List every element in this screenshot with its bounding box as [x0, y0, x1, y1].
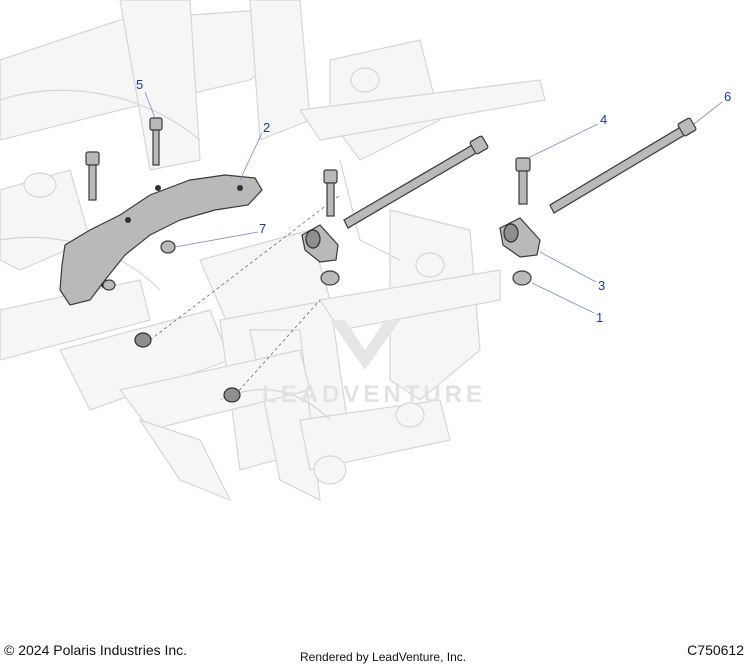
leader-lines — [144, 91, 723, 314]
part-bushing-left — [301, 224, 339, 263]
callout-5: 5 — [136, 77, 143, 92]
callout-6: 6 — [724, 89, 731, 104]
part-nut-frame-b — [223, 387, 241, 403]
part-nut-1 — [512, 270, 532, 286]
part-nut-7 — [160, 240, 176, 254]
callout-7: 7 — [259, 221, 266, 236]
callouts: 5 2 7 4 6 3 1 — [136, 77, 731, 325]
copyright-text: © 2024 Polaris Industries Inc. — [4, 642, 188, 658]
part-bolt-5 — [149, 117, 163, 166]
part-nut-lower-left — [102, 279, 116, 291]
assembly-guide-lines — [149, 194, 341, 396]
part-nut-mid — [320, 270, 340, 286]
callout-2: 2 — [263, 120, 270, 135]
part-long-bolt-6 — [549, 117, 697, 214]
figure-code: C750612 — [687, 642, 744, 658]
callout-1: 1 — [596, 310, 603, 325]
part-bolt-left — [85, 151, 100, 201]
part-bushing-3 — [499, 217, 541, 258]
vehicle-frame — [0, 0, 546, 502]
part-bolt-mid — [323, 169, 338, 217]
watermark-text: LEADVENTURE — [262, 381, 486, 408]
callout-3: 3 — [598, 278, 605, 293]
rendered-by-text: Rendered by LeadVenture, Inc. — [300, 650, 467, 664]
part-nut-frame-a — [134, 332, 152, 348]
part-long-bolt-left — [343, 135, 489, 229]
watermark: LEADVENTURE — [262, 320, 486, 408]
callout-4: 4 — [600, 112, 607, 127]
part-bolt-4 — [515, 157, 531, 205]
